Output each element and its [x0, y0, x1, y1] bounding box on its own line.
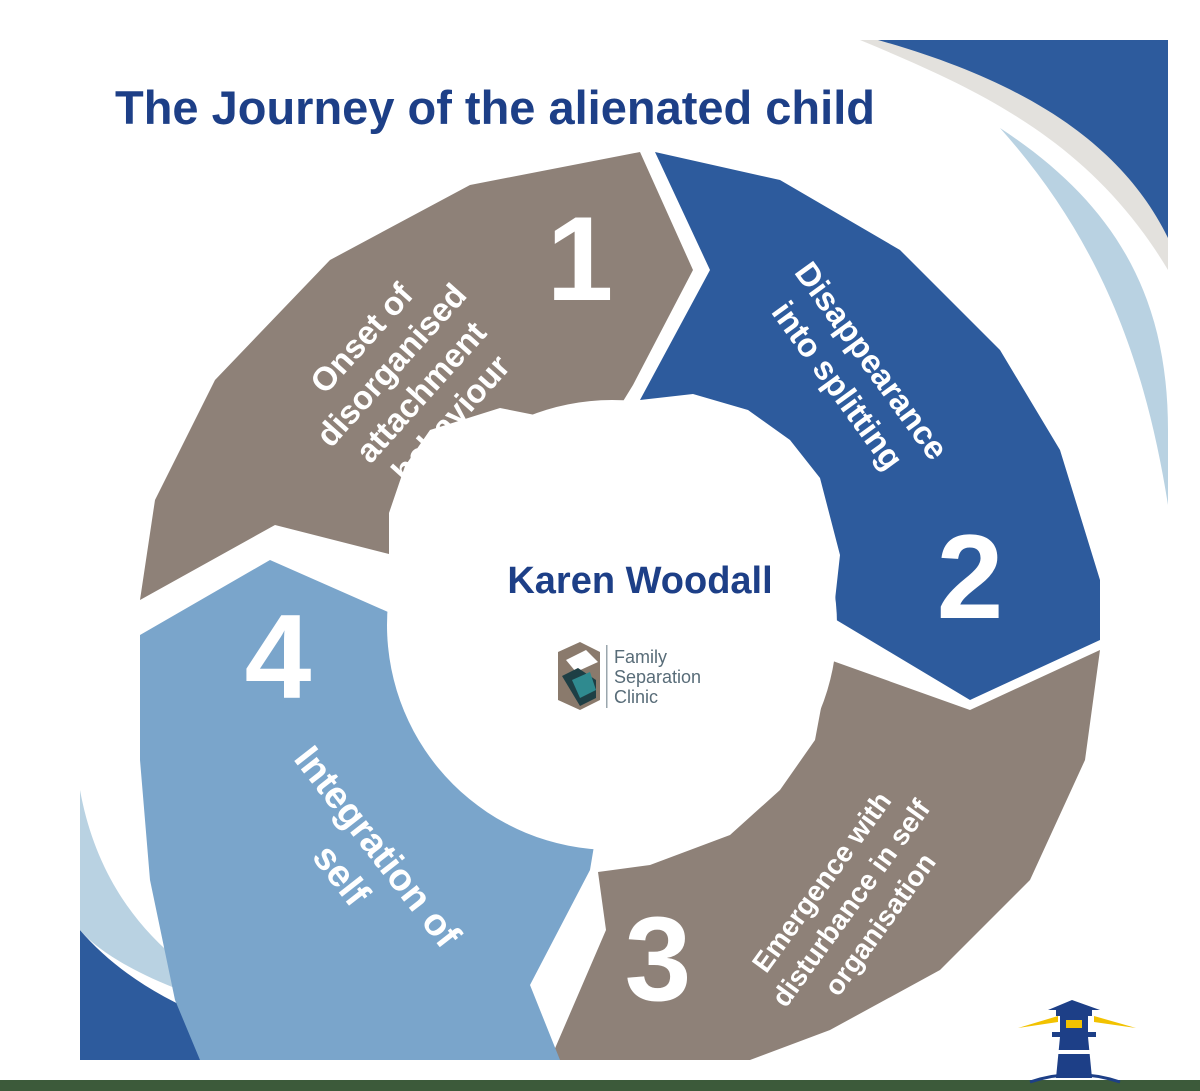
wave-bottom-left-dark	[80, 930, 420, 1060]
center-author-name: Karen Woodall	[507, 560, 773, 602]
wave-top-right-dark	[878, 40, 1168, 238]
stage-2-segment	[640, 152, 1100, 700]
page-title: The Journey of the alienated child	[115, 81, 875, 134]
footer-strip	[0, 1080, 1200, 1091]
clinic-logo-line: Separation	[614, 667, 702, 687]
stage-4-number: 4	[245, 590, 312, 724]
wave-bottom-left-light	[80, 790, 290, 1020]
stage-3-segment	[550, 650, 1100, 1060]
stage-2-number: 2	[937, 510, 1004, 644]
stage-1-segment	[140, 152, 693, 600]
stage-4-segment	[140, 560, 595, 1060]
clinic-logo-line: Clinic	[614, 687, 659, 707]
lighthouse-icon	[1018, 1000, 1136, 1084]
clinic-logo-line: Family	[614, 647, 667, 667]
center-circle	[387, 400, 837, 850]
wave-right-light	[1000, 128, 1168, 505]
stage-1-number: 1	[547, 192, 614, 326]
stage-3-number: 3	[625, 892, 692, 1026]
clinic-logo-text: Family Separation Clinic	[614, 647, 701, 707]
family-separation-clinic-logo-icon	[558, 642, 608, 710]
